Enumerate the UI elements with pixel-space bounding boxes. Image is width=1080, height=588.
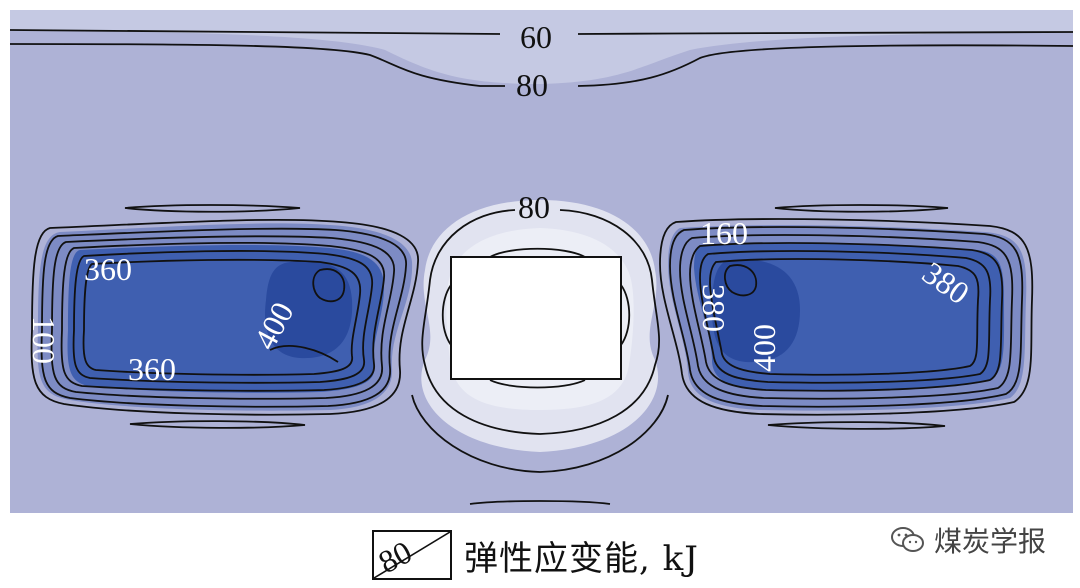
contour-label-100-left: 100 — [26, 316, 62, 364]
contour-right-3 — [679, 234, 1014, 400]
contour-right-4 — [689, 242, 1004, 392]
legend-swatch: 80 — [372, 530, 452, 580]
contour-label-360-left-upper: 360 — [84, 251, 132, 287]
contour-right-1 — [659, 218, 1034, 416]
legend-title: 弹性应变能, kJ — [464, 538, 699, 579]
legend-contour-sample: 80 — [374, 532, 450, 578]
contour-60-right — [577, 31, 1074, 35]
contour-right-bottom-band — [767, 421, 946, 430]
contour-80-top-left — [9, 43, 505, 87]
contour-label-80-top: 80 — [516, 67, 548, 103]
legend-sample-value: 80 — [374, 533, 418, 578]
contour-left-2 — [40, 227, 407, 408]
contour-left-400 — [269, 345, 339, 363]
contour-center-cap-top — [489, 247, 586, 258]
contour-left-bottom-band — [129, 420, 306, 429]
contour-plot: 60 80 80 360 360 400 100 160 380 380 400 — [9, 10, 1074, 513]
top-light-band — [10, 10, 1073, 84]
contour-80-top-right — [577, 44, 1074, 87]
contour-label-80-center: 80 — [518, 189, 550, 225]
contour-center-inner-right — [620, 284, 631, 346]
contour-60-left — [9, 29, 501, 35]
contour-center-cap-bottom — [489, 379, 586, 389]
contour-lines — [9, 29, 1074, 505]
central-roadway — [450, 256, 622, 380]
contour-right-2 — [669, 226, 1024, 408]
contour-label-360-left-lower: 360 — [128, 351, 176, 387]
watermark-text: 煤炭学报 — [933, 525, 1046, 558]
contour-label-160-right: 160 — [700, 215, 748, 251]
legend: 80 弹性应变能, kJ — [372, 528, 699, 582]
contour-80-center-right — [539, 209, 660, 435]
contour-bottom — [469, 500, 611, 505]
contour-left-4 — [60, 242, 385, 392]
contour-right-5 — [699, 250, 992, 384]
contour-left-top-band — [124, 204, 301, 213]
wechat-icon — [890, 527, 924, 552]
contour-right-peak-ring — [724, 264, 758, 297]
contour-label-60-top: 60 — [520, 19, 552, 55]
contour-left-5 — [72, 250, 373, 384]
contour-left-peak-ring — [312, 268, 346, 303]
contour-right-top-band — [774, 204, 949, 213]
left-zone-peak — [265, 261, 353, 359]
contour-label-400-right: 400 — [746, 324, 782, 372]
contour-left-3 — [50, 235, 395, 400]
right-zone-peak — [712, 259, 800, 363]
contour-left-6 — [82, 258, 362, 376]
contour-right-6 — [709, 258, 980, 376]
contour-left-1 — [30, 218, 419, 416]
watermark: 煤炭学报 — [890, 520, 1046, 560]
contour-label-380-right-mid: 380 — [696, 284, 732, 332]
contour-center-outer — [411, 394, 669, 473]
contour-center-inner-left — [441, 284, 452, 346]
contour-80-center-left — [421, 209, 541, 435]
